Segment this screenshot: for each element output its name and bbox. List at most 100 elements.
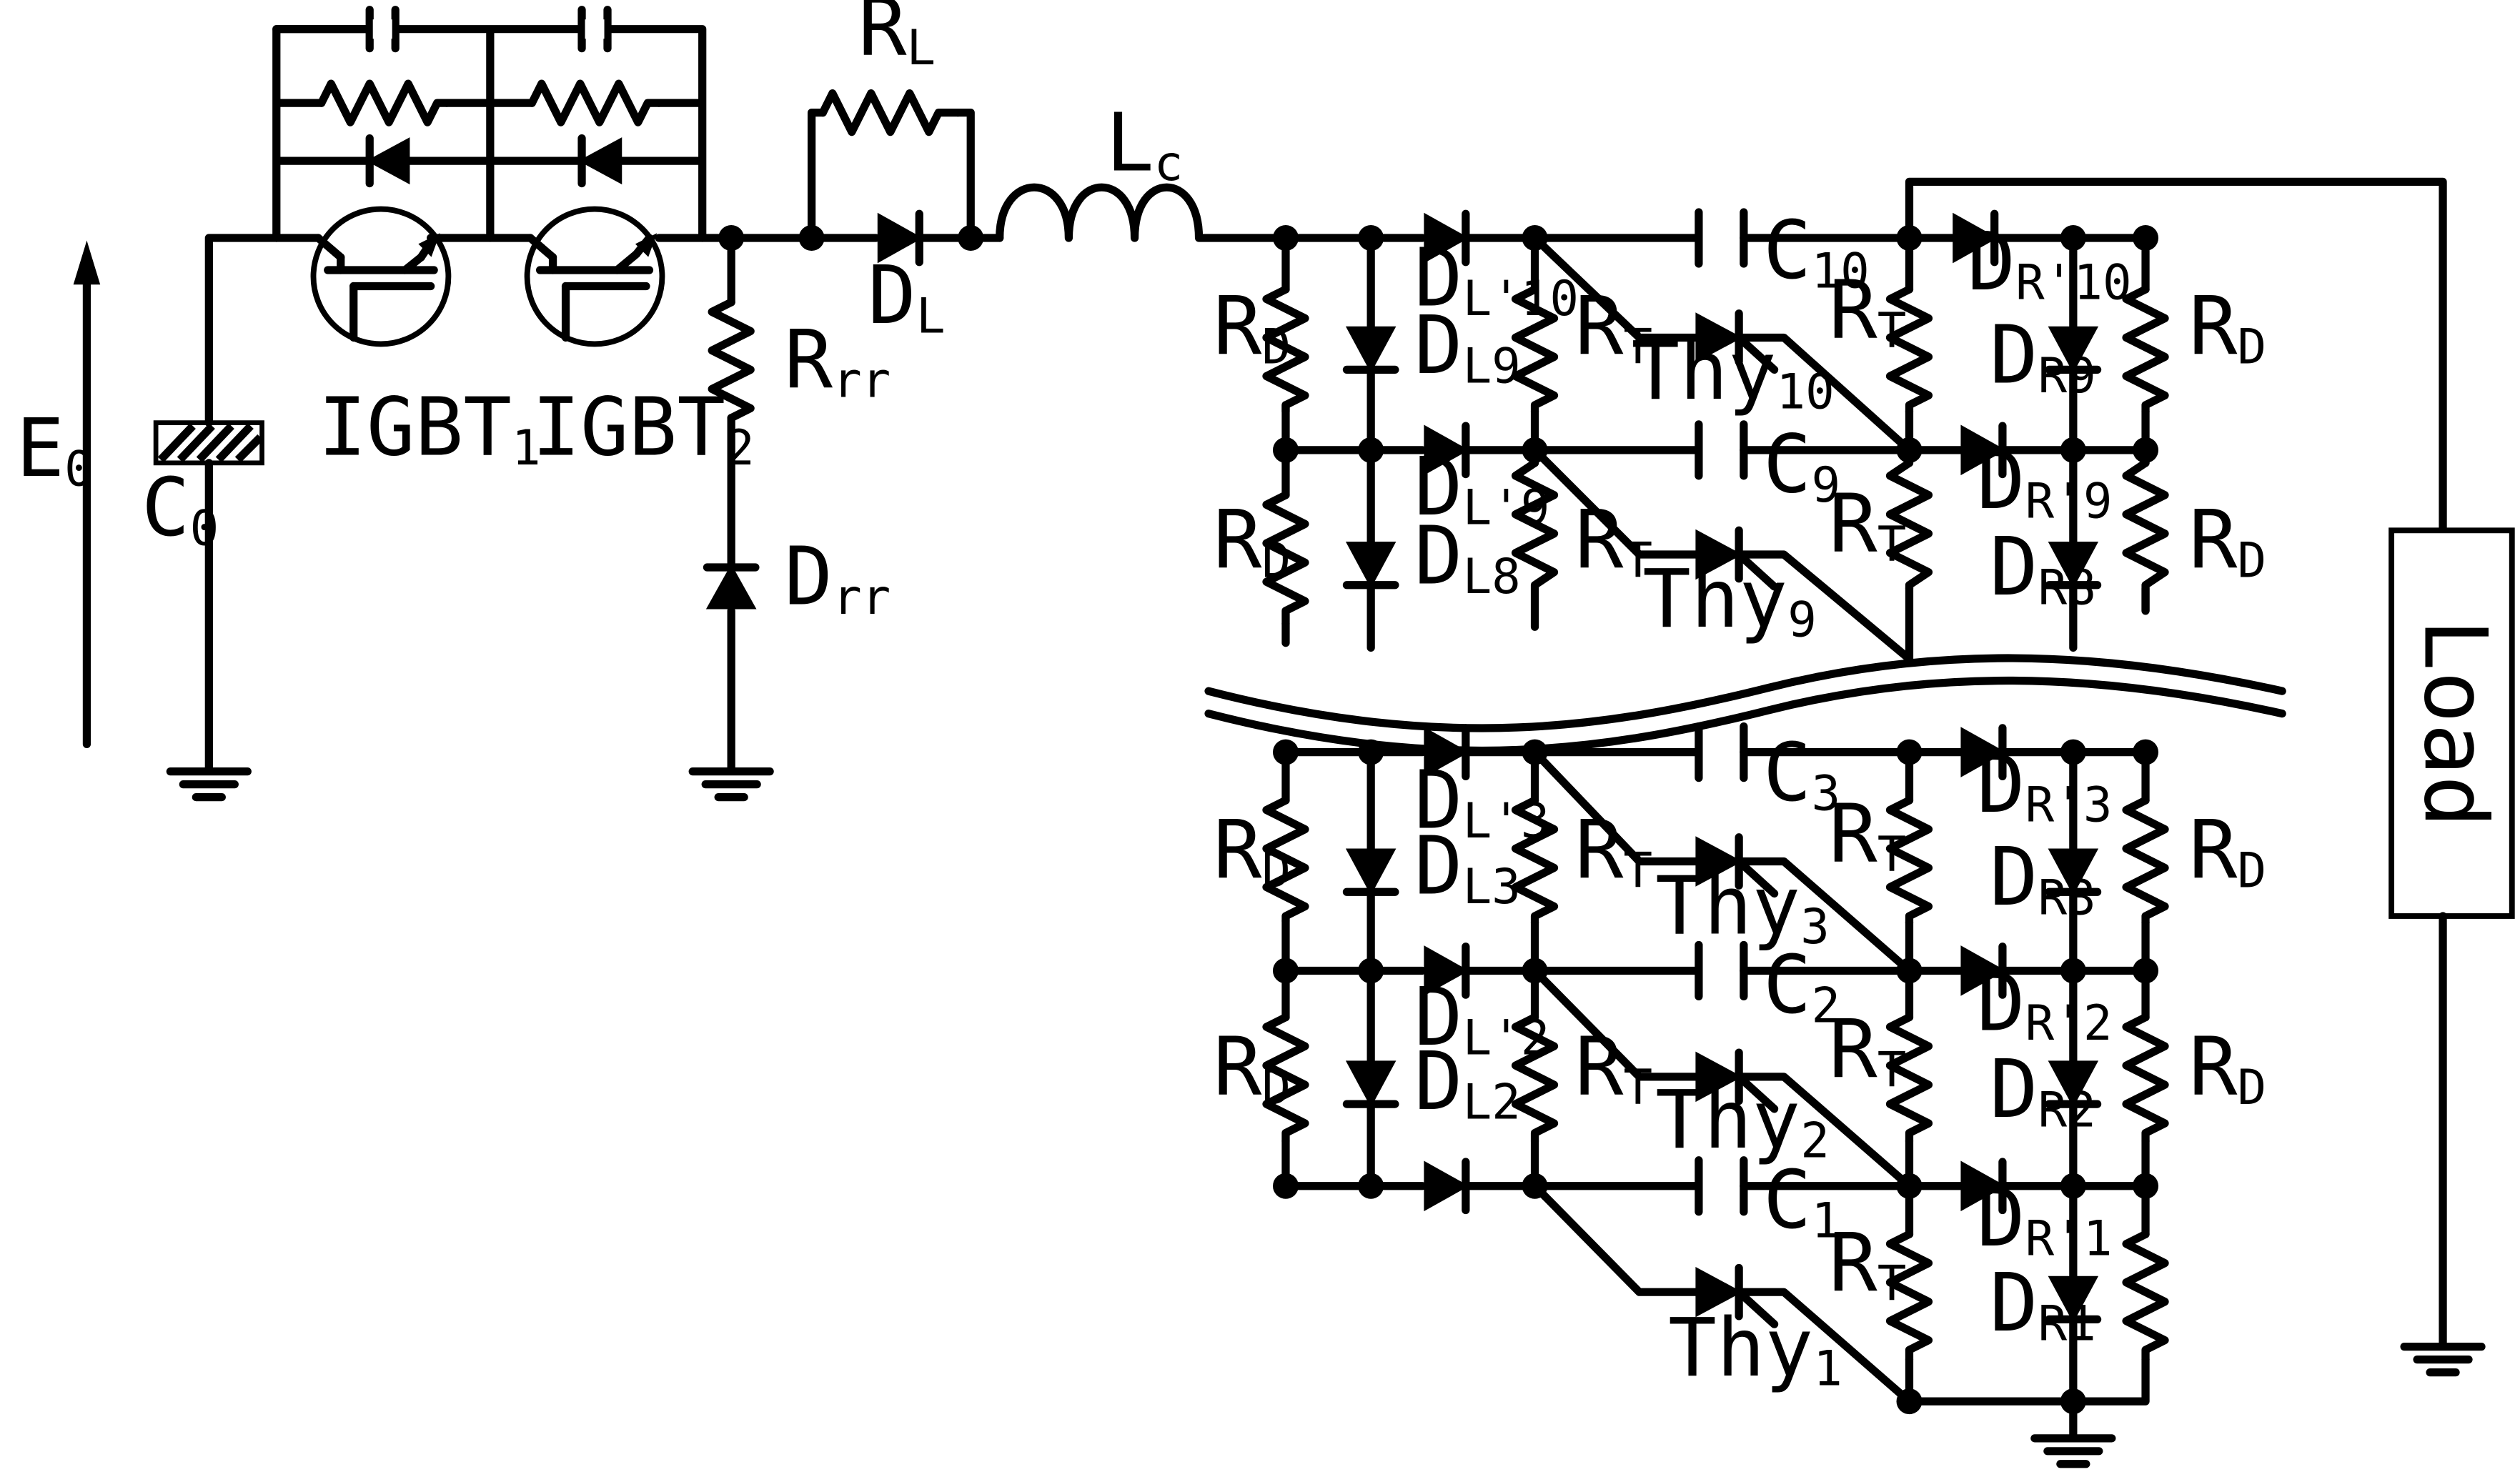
diode-dl-9 bbox=[1345, 326, 1397, 374]
diode-dl bbox=[877, 212, 923, 264]
capacitor-c2 bbox=[1695, 940, 1748, 1001]
resistor-rd-lower-3-label: RD bbox=[2189, 803, 2266, 898]
igbt-stack: IGBT1 IGBT2 bbox=[272, 6, 755, 476]
resistor-rt-lower-5 bbox=[1885, 1230, 1933, 1364]
igbt-2-emitter-arrow bbox=[635, 233, 658, 257]
resistor-rt-lower-1-label: RT bbox=[1575, 803, 1652, 898]
resistor-rt-lower-5-label: RT bbox=[1829, 1216, 1906, 1311]
resistor-rt-lower-1 bbox=[1511, 796, 1559, 927]
antiparallel-diode-1 bbox=[366, 137, 410, 185]
diode-dr-2 bbox=[2048, 1060, 2099, 1108]
thyristor-3-label: Thy3 bbox=[1655, 860, 1830, 955]
diode-dl-prime-2 bbox=[1424, 945, 1469, 996]
capacitor-c1-label: C1 bbox=[1763, 1153, 1840, 1248]
diode-dl-8 bbox=[1345, 542, 1397, 589]
thyristor-1 bbox=[1695, 1266, 1742, 1318]
igbt-1-label: IGBT1 bbox=[318, 381, 540, 476]
load-label: Load bbox=[2404, 619, 2506, 827]
load-section: Load bbox=[2388, 527, 2515, 1377]
diode-dl-prime-1 bbox=[1424, 1160, 1469, 1212]
line-filter: RL DL Lc bbox=[727, 0, 1290, 344]
thyristor-9-wiring bbox=[1530, 446, 1914, 663]
resistor-rt-lower-2-label: RT bbox=[1575, 1020, 1652, 1115]
marx-stages-upper: RD RD DL'10 DL9 DL'9 DL8 RT RT Thy10 bbox=[1214, 177, 2447, 663]
resistor-rt-lower-4 bbox=[1885, 1013, 1933, 1145]
diode-dr-prime-1-label: DR'1 bbox=[1977, 1171, 2113, 1266]
resistor-rd-upper-2 bbox=[1262, 491, 1309, 628]
capacitor-c3 bbox=[1695, 722, 1748, 782]
snubber-resistor-2 bbox=[527, 79, 663, 126]
thyristor-1-label: Thy1 bbox=[1668, 1301, 1842, 1396]
resistor-rl bbox=[818, 89, 962, 136]
snubber-capacitor-2 bbox=[577, 6, 612, 53]
thyristor-10-label: Thy10 bbox=[1631, 324, 1834, 419]
break-symbol bbox=[1204, 654, 2286, 755]
diode-dl-8-label: DL8 bbox=[1414, 509, 1521, 604]
diode-dr-prime-9 bbox=[1960, 424, 2006, 476]
resistor-rl-label: RL bbox=[858, 0, 936, 76]
capacitor-c0-hatch bbox=[157, 423, 264, 463]
resistor-rd-lower-1 bbox=[1262, 796, 1309, 925]
thyristor-3-wiring bbox=[1530, 747, 1914, 975]
diode-dr-3 bbox=[2048, 848, 2099, 895]
diode-dr-8-label: DR8 bbox=[1990, 520, 2096, 615]
resistor-rrr bbox=[708, 298, 755, 422]
capacitor-c9 bbox=[1695, 420, 1748, 480]
diode-dl-3 bbox=[1345, 848, 1397, 895]
diode-dr-3-label: DR3 bbox=[1990, 830, 2096, 925]
resistor-rt-lower-4-label: RT bbox=[1829, 1003, 1906, 1098]
source-section: E0 C0 bbox=[16, 234, 281, 802]
diode-dl-2 bbox=[1345, 1060, 1397, 1108]
snubber-capacitor-1 bbox=[272, 6, 400, 53]
antiparallel-diode-2 bbox=[578, 137, 622, 185]
resistor-rt-upper-2 bbox=[1511, 459, 1559, 631]
c0-wiring bbox=[204, 234, 281, 772]
diode-dr-prime-3-label: DR'3 bbox=[1977, 737, 2113, 832]
diode-dr-prime-2 bbox=[1960, 945, 2006, 996]
diode-dr-1-label: DR1 bbox=[1990, 1256, 2096, 1351]
marx-stages-lower: RD RD DL'3 DL3 DL'2 DL2 RT RT Thy3 Thy2 bbox=[1214, 722, 2266, 1468]
thyristor-9 bbox=[1695, 529, 1742, 580]
igbt-1-emitter-arrow bbox=[418, 233, 440, 257]
igbt-snubber-wiring bbox=[272, 25, 707, 242]
diode-dl-prime-3 bbox=[1424, 727, 1469, 777]
break-line-upper bbox=[1204, 654, 2286, 732]
resistor-rd-upper-1 bbox=[1262, 285, 1309, 416]
capacitor-c1 bbox=[1695, 1156, 1748, 1216]
diode-dr-9-label: DR9 bbox=[1990, 308, 2096, 403]
diode-dr-prime-2-label: DR'2 bbox=[1977, 956, 2113, 1051]
capacitor-c0-label: C0 bbox=[142, 461, 219, 556]
ground-symbol-c0 bbox=[166, 767, 252, 802]
resistor-rd-upper-3-label: RD bbox=[2189, 279, 2266, 374]
thyristor-9-label: Thy9 bbox=[1642, 552, 1817, 647]
thyristor-1-wiring bbox=[1530, 1182, 1914, 1406]
capacitor-c3-label: C3 bbox=[1763, 726, 1840, 821]
capacitor-c0 bbox=[153, 420, 264, 466]
resistor-rt-upper-3-label: RT bbox=[1829, 263, 1906, 358]
upper-junction-dots bbox=[1272, 225, 2159, 463]
diode-dr-prime-3 bbox=[1960, 727, 2006, 777]
capacitor-c9-label: C9 bbox=[1763, 417, 1840, 512]
diode-dr-8 bbox=[2048, 542, 2099, 589]
thyristor-3 bbox=[1695, 836, 1742, 887]
diode-dl-label: DL bbox=[868, 249, 945, 344]
resistor-rd-lower-3 bbox=[2122, 796, 2169, 927]
resistor-rd-upper-4 bbox=[2122, 459, 2169, 615]
diode-dr-1 bbox=[2048, 1275, 2099, 1323]
resistor-rd-lower-2 bbox=[1262, 1013, 1309, 1145]
break-line-lower bbox=[1204, 676, 2286, 755]
igbt-2 bbox=[524, 206, 665, 347]
voltage-arrow-head bbox=[73, 240, 101, 285]
thyristor-2 bbox=[1695, 1051, 1742, 1103]
resistor-rd-upper-1-label: RD bbox=[1214, 279, 1291, 374]
resistor-rt-lower-3 bbox=[1885, 796, 1933, 927]
resistor-rd-lower-4-label: RD bbox=[2189, 1020, 2266, 1115]
lower-stage-wiring bbox=[1281, 747, 2150, 1439]
diode-dl-3-label: DL3 bbox=[1414, 820, 1521, 915]
diode-drr-label: Drr bbox=[784, 530, 891, 625]
diode-dl-2-label: DL2 bbox=[1414, 1035, 1521, 1130]
diode-dr-prime-10-label: DR'10 bbox=[1967, 215, 2131, 310]
resistor-rd-upper-3 bbox=[2122, 285, 2169, 416]
thyristor-10 bbox=[1695, 312, 1742, 363]
